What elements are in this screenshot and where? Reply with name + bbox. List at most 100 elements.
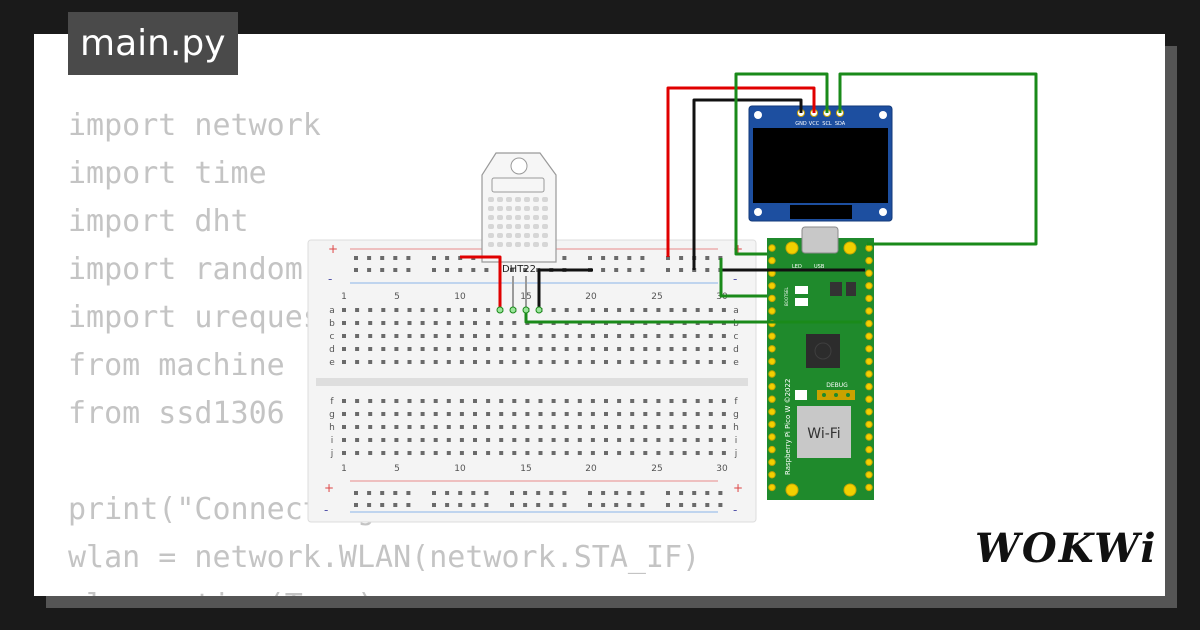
breadboard-hole[interactable] — [656, 399, 661, 403]
breadboard-hole[interactable] — [445, 268, 450, 272]
breadboard-hole[interactable] — [525, 334, 530, 338]
breadboard-hole[interactable] — [590, 451, 595, 455]
breadboard-hole[interactable] — [577, 451, 582, 455]
breadboard-hole[interactable] — [446, 308, 451, 312]
breadboard-hole[interactable] — [368, 347, 373, 351]
pico-pin[interactable] — [768, 332, 776, 340]
breadboard-hole[interactable] — [459, 334, 464, 338]
breadboard-hole[interactable] — [577, 412, 582, 416]
breadboard-hole[interactable] — [407, 347, 412, 351]
breadboard-hole[interactable] — [669, 347, 674, 351]
breadboard-hole[interactable] — [577, 347, 582, 351]
breadboard-hole[interactable] — [523, 268, 528, 272]
breadboard-hole[interactable] — [499, 399, 504, 403]
breadboard-hole[interactable] — [499, 334, 504, 338]
pico-pin[interactable] — [865, 256, 873, 265]
breadboard-hole[interactable] — [407, 334, 412, 338]
breadboard-hole[interactable] — [381, 347, 386, 351]
breadboard-hole[interactable] — [354, 268, 358, 272]
breadboard-hole[interactable] — [473, 360, 477, 364]
breadboard-hole[interactable] — [420, 334, 425, 338]
breadboard-hole[interactable] — [459, 360, 464, 364]
breadboard-hole[interactable] — [484, 503, 489, 507]
breadboard-hole[interactable] — [407, 425, 412, 429]
breadboard-hole[interactable] — [406, 268, 411, 272]
breadboard-hole[interactable] — [381, 321, 386, 325]
breadboard-hole[interactable] — [381, 308, 386, 312]
breadboard-hole[interactable] — [669, 451, 674, 455]
breadboard-hole[interactable] — [355, 399, 360, 403]
oled-display[interactable]: GND VCC SCL SDA — [748, 105, 893, 222]
breadboard-hole[interactable] — [577, 438, 582, 442]
breadboard-hole[interactable] — [355, 347, 360, 351]
breadboard-hole[interactable] — [381, 451, 386, 455]
breadboard-hole[interactable] — [499, 347, 504, 351]
breadboard-hole[interactable] — [367, 268, 372, 272]
pico-pin[interactable] — [865, 307, 873, 315]
breadboard-hole[interactable] — [590, 425, 595, 429]
breadboard-hole[interactable] — [682, 360, 687, 364]
breadboard-hole[interactable] — [630, 399, 635, 403]
breadboard-hole[interactable] — [564, 399, 569, 403]
breadboard-hole[interactable] — [342, 308, 346, 312]
breadboard-hole[interactable] — [551, 438, 556, 442]
breadboard-hole[interactable] — [721, 399, 726, 403]
breadboard-hole[interactable] — [486, 308, 491, 312]
breadboard-hole[interactable] — [380, 491, 385, 495]
wire-green[interactable] — [734, 72, 829, 256]
pico-pin[interactable] — [865, 382, 873, 391]
breadboard-hole[interactable] — [590, 308, 595, 312]
breadboard-hole[interactable] — [682, 451, 687, 455]
wire-black[interactable] — [692, 98, 803, 270]
breadboard-hole[interactable] — [342, 438, 346, 442]
breadboard-hole[interactable] — [407, 399, 412, 403]
breadboard-hole[interactable] — [354, 491, 358, 495]
breadboard-hole[interactable] — [551, 451, 556, 455]
breadboard-hole[interactable] — [381, 334, 386, 338]
breadboard-hole[interactable] — [473, 321, 477, 325]
breadboard-hole[interactable] — [381, 412, 386, 416]
breadboard-hole[interactable] — [473, 451, 477, 455]
breadboard-hole[interactable] — [407, 360, 412, 364]
breadboard-hole[interactable] — [617, 334, 622, 338]
breadboard-hole[interactable] — [368, 438, 373, 442]
breadboard-hole[interactable] — [551, 334, 556, 338]
breadboard-hole[interactable] — [627, 256, 632, 260]
breadboard-hole[interactable] — [577, 425, 582, 429]
pico-pin[interactable] — [768, 256, 776, 265]
pico-pin[interactable] — [768, 483, 776, 492]
breadboard-hole[interactable] — [630, 308, 635, 312]
breadboard-hole[interactable] — [355, 321, 360, 325]
breadboard-hole[interactable] — [486, 399, 491, 403]
breadboard-hole[interactable] — [695, 308, 700, 312]
breadboard-hole[interactable] — [630, 347, 635, 351]
breadboard-hole[interactable] — [432, 256, 436, 260]
breadboard-hole[interactable] — [721, 347, 726, 351]
breadboard-hole[interactable] — [590, 347, 595, 351]
breadboard-hole[interactable] — [394, 412, 399, 416]
breadboard-hole[interactable] — [588, 503, 592, 507]
breadboard-hole[interactable] — [446, 399, 451, 403]
breadboard-hole[interactable] — [433, 425, 438, 429]
breadboard-hole[interactable] — [630, 451, 635, 455]
breadboard-hole[interactable] — [679, 503, 684, 507]
breadboard-hole[interactable] — [564, 412, 569, 416]
breadboard-hole[interactable] — [669, 308, 674, 312]
breadboard-hole[interactable] — [692, 503, 697, 507]
breadboard-hole[interactable] — [708, 308, 713, 312]
breadboard-hole[interactable] — [538, 425, 543, 429]
breadboard-hole[interactable] — [355, 360, 360, 364]
breadboard-hole[interactable] — [551, 347, 556, 351]
breadboard-hole[interactable] — [718, 491, 723, 495]
breadboard-hole[interactable] — [342, 399, 346, 403]
wire-green[interactable] — [838, 72, 1038, 246]
breadboard-hole[interactable] — [718, 503, 723, 507]
pico-pin[interactable] — [865, 445, 873, 454]
breadboard-hole[interactable] — [473, 334, 477, 338]
breadboard-hole[interactable] — [342, 451, 346, 455]
breadboard-hole[interactable] — [459, 425, 464, 429]
breadboard-hole[interactable] — [627, 503, 632, 507]
breadboard-hole[interactable] — [420, 451, 425, 455]
pico-pin[interactable] — [768, 433, 776, 441]
breadboard-hole[interactable] — [406, 256, 411, 260]
